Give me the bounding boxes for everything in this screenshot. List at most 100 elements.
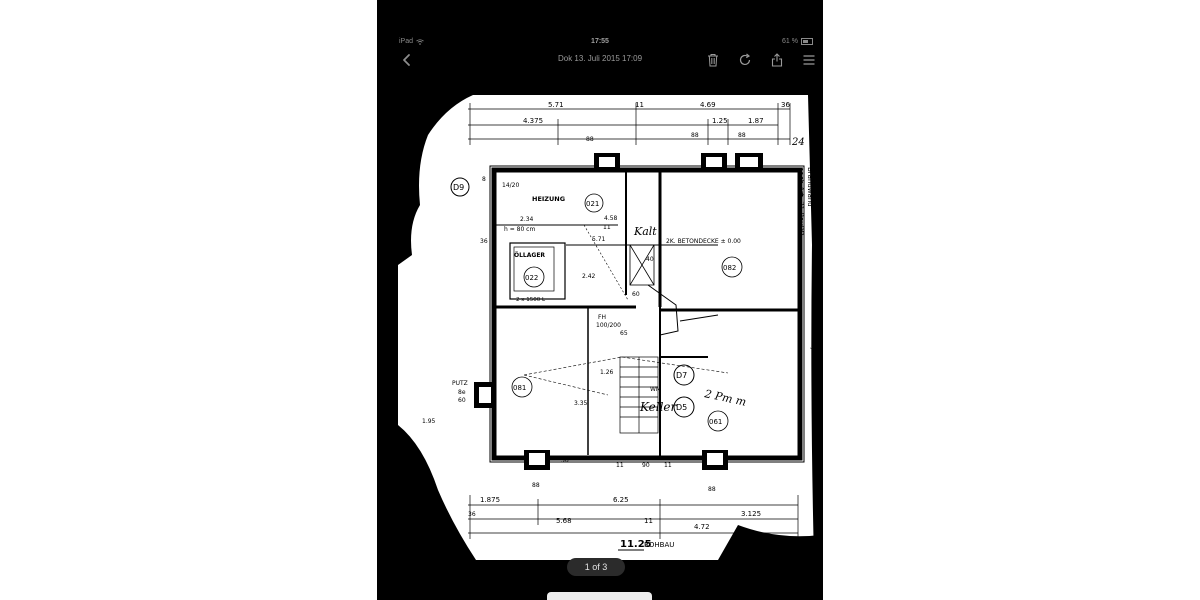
share-button[interactable] (767, 51, 787, 69)
dim-bot-568: 5.68 (556, 517, 572, 525)
scan-shadow-right (808, 95, 820, 560)
room-marker-021 (584, 193, 604, 213)
dim-bot-115: 11 (644, 517, 653, 525)
bayBO-label-right: Art. 31 BayBO (810, 317, 817, 360)
status-bar: iPad 17:55 61 % (377, 34, 823, 48)
chevron-left-icon (403, 54, 410, 66)
wm-label: WM (650, 386, 661, 393)
tank-capacity: 2 x 1500 L (516, 297, 546, 303)
ollager-label: ÖLLAGER (514, 252, 545, 259)
dim-335: 3.35 (574, 400, 588, 407)
dim-115-a: 11 (603, 224, 611, 231)
fh-label: FH (598, 314, 606, 321)
room-081-label: 081 (513, 384, 526, 392)
page-indicator[interactable]: 1 of 3 (567, 558, 625, 576)
room-061-label: 061 (709, 418, 722, 426)
dim-side-8e: 8e (458, 389, 466, 396)
scan-shadow-top-left (398, 95, 473, 265)
scan-shadow-bottom-left (398, 425, 476, 560)
rotate-button[interactable] (735, 51, 755, 69)
dim-234: 2.34 (520, 216, 534, 223)
dim-top-469: 4.69 (700, 101, 716, 109)
dim-458: 4.58 (604, 215, 618, 222)
height-80: h = 80 cm (504, 226, 535, 233)
dim-bot-90: 90 (642, 462, 650, 469)
heizung-label: HEIZUNG (532, 195, 565, 203)
tablet-screen: iPad 17:55 61 % Dok 13. Juli 2015 17:09 (377, 0, 823, 600)
dim-top-571: 5.71 (548, 101, 564, 109)
toolbar-actions (703, 51, 819, 69)
dim-bot-365: 36 (468, 511, 476, 518)
dim-top-115: 11 (635, 101, 644, 109)
brandwand-label: Brandwand (806, 167, 814, 207)
rohbau-label: ROHBAU (644, 541, 674, 549)
d9-label: D9 (453, 183, 464, 192)
room-022-label: 022 (525, 274, 538, 282)
dim-chimney-2: 88 (691, 132, 699, 139)
betondecke-label: 2K. BETONDECKE ± 0.00 (666, 238, 741, 245)
interior-walls (496, 172, 798, 457)
dim-8: 8 (482, 176, 486, 183)
floor-plan-drawing: 5.71 11 4.69 36 4.375 1.25 1.87 88 88 88… (398, 95, 820, 560)
room-marker-082 (721, 256, 743, 278)
total-width: 11.25 (620, 539, 652, 550)
scan-shadow-bottom-right (718, 525, 820, 560)
dim-bot-88: 88 (532, 482, 540, 489)
battery-group: 61 % (782, 38, 813, 45)
home-indicator[interactable] (547, 592, 652, 600)
room-marker-061 (707, 410, 729, 432)
fh-size: 100/200 (596, 322, 621, 329)
dim-571: 5.71 (592, 236, 606, 243)
room-082-label: 082 (723, 264, 736, 272)
dim-chimney-3: 88 (738, 132, 746, 139)
dim-65: 65 (620, 330, 628, 337)
top-dimensions (468, 103, 791, 145)
dim-bot-88b: 88 (708, 486, 716, 493)
room-marker-022 (523, 266, 545, 288)
oil-tank-room (509, 242, 566, 300)
dim-126: 1.26 (600, 369, 614, 376)
nav-bar: Dok 13. Juli 2015 17:09 (377, 48, 823, 72)
stair-shaft (629, 244, 655, 286)
dim-bot-4725: 4.72 (694, 523, 710, 531)
share-icon (771, 53, 783, 67)
handwritten-keller-note: Keller (639, 400, 678, 414)
rotate-icon (739, 53, 751, 66)
dim-14-20: 14/20 (502, 182, 519, 189)
room-marker-d7 (673, 364, 695, 386)
dim-bot-625: 6.25 (613, 496, 629, 504)
dim-bot-115a: 11 (616, 462, 624, 469)
bottom-dimensions (468, 495, 799, 539)
room-marker-081 (511, 376, 533, 398)
dim-bot-1875: 1.875 (480, 496, 500, 504)
menu-icon (803, 55, 815, 65)
handwritten-2pm: 2 Pm m (702, 387, 747, 409)
clock: 17:55 (591, 38, 609, 45)
dim-bot-3125: 3.125 (741, 510, 761, 518)
room-marker-d5 (673, 396, 695, 418)
room-marker-d9 (450, 177, 470, 197)
outer-wall (491, 167, 803, 461)
dim-242: 2.42 (582, 273, 596, 280)
handwritten-24: 24 (791, 137, 805, 148)
staircase (619, 356, 659, 434)
menu-button[interactable] (799, 51, 819, 69)
document-title: Dok 13. Juli 2015 17:09 (557, 54, 643, 63)
dim-side-60: 60 (458, 397, 466, 404)
outer-wall-line (489, 165, 805, 463)
room-021-label: 021 (586, 200, 599, 208)
dim-bot-365b: 36 (561, 457, 569, 464)
dim-top-365: 36 (781, 101, 790, 109)
delete-button[interactable] (703, 51, 723, 69)
back-button[interactable] (399, 52, 415, 68)
dim-chimney-1: 88 (586, 136, 594, 143)
carrier-label: iPad (399, 38, 414, 45)
battery-icon (801, 38, 813, 45)
oil-tank (513, 246, 555, 292)
dim-side-365: 36 (480, 238, 488, 245)
trash-icon (708, 54, 718, 67)
d5-label: D5 (676, 403, 687, 412)
brandwand-article: nach Art. 31 BayBO (797, 167, 805, 236)
scanned-floor-plan[interactable]: 5.71 11 4.69 36 4.375 1.25 1.87 88 88 88… (398, 95, 820, 560)
d7-label: D7 (676, 371, 687, 380)
